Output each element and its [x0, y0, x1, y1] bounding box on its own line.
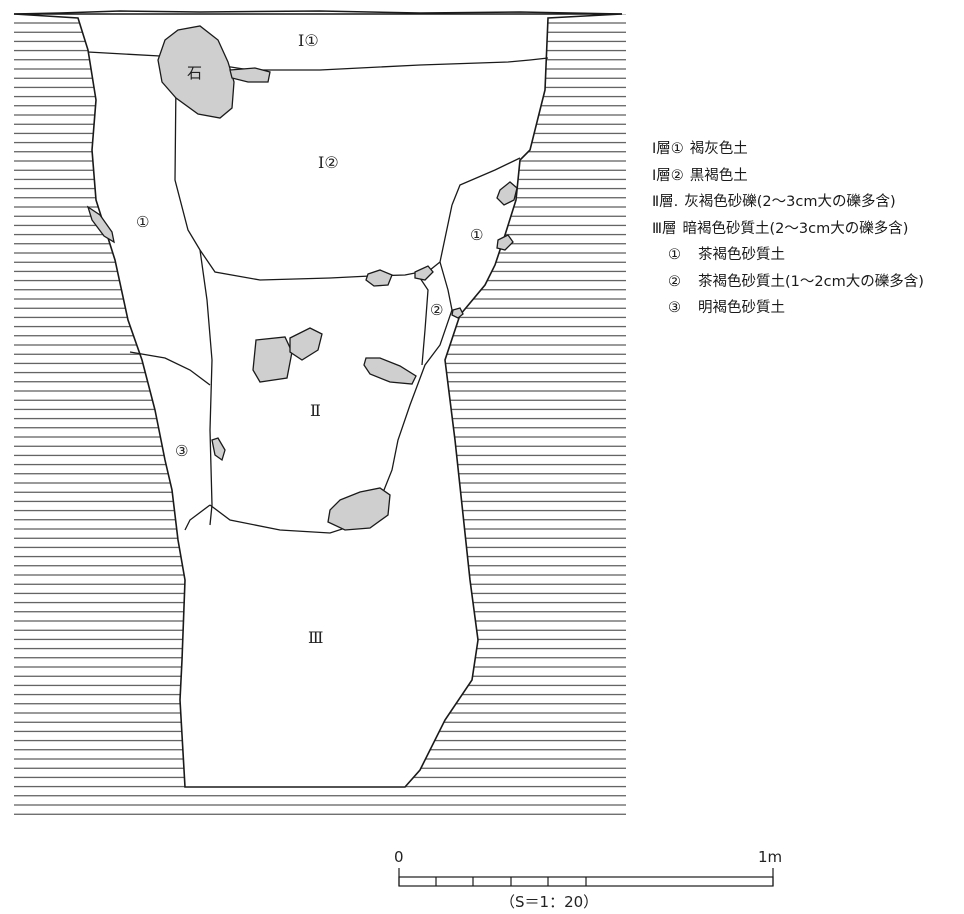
legend-text: 黒褐色土	[689, 167, 748, 184]
sub-layer-label-3: ③	[175, 442, 188, 460]
legend-code: ①	[668, 247, 681, 263]
legend-text: 褐灰色土	[689, 141, 748, 157]
scale-ratio-label: （S＝1：20）	[500, 893, 598, 911]
layer-label-3: Ⅲ	[308, 628, 323, 647]
layer-label-1-2: Ⅰ②	[318, 153, 339, 172]
scale-end-label: 1m	[758, 848, 782, 866]
legend-text: 暗褐色砂質土(2〜3cm大の礫多含)	[682, 220, 909, 237]
sub-layer-label-1-right: ①	[470, 226, 483, 244]
stone	[363, 357, 417, 385]
stone	[414, 265, 434, 281]
stone	[289, 327, 323, 361]
stone	[211, 437, 226, 462]
stone	[496, 234, 514, 251]
sub-layer-label-2: ②	[430, 301, 443, 319]
layer-label-2: Ⅱ	[310, 401, 321, 420]
large-stone	[157, 25, 235, 119]
layer-label-1-1: Ⅰ①	[298, 31, 319, 50]
sub-layer-label-1-left: ①	[136, 213, 149, 231]
legend-text: 茶褐色砂質土(1〜2cm大の礫多含)	[698, 273, 924, 290]
legend: Ⅰ層① 褐灰色土 Ⅰ層② 黒褐色土 Ⅱ層. 灰褐色砂礫(2〜3cm大の礫多含) Ⅲ層暗…	[652, 136, 924, 322]
legend-code: ③	[668, 300, 681, 316]
legend-text: 茶褐色砂質土	[698, 247, 785, 263]
stone	[451, 307, 464, 319]
legend-item: ② 茶褐色砂質土(1〜2cm大の礫多含)	[652, 269, 924, 296]
stone	[496, 181, 518, 206]
stone	[229, 67, 271, 83]
legend-item: Ⅲ層暗褐色砂質土(2〜3cm大の礫多含)	[652, 216, 924, 243]
scale-bar	[398, 868, 774, 887]
stone	[365, 269, 393, 287]
legend-code: ②	[668, 273, 681, 290]
legend-item: Ⅰ層② 黒褐色土	[652, 163, 924, 190]
scale-start-label: 0	[394, 848, 404, 866]
legend-code: Ⅰ層②	[652, 167, 684, 184]
legend-code: Ⅲ層	[652, 220, 677, 237]
stone	[86, 205, 115, 244]
pit-outline	[13, 13, 623, 788]
legend-text: 灰褐色砂礫(2〜3cm大の礫多含)	[684, 194, 896, 210]
stones	[86, 25, 518, 531]
stone	[327, 487, 391, 531]
legend-item: ① 茶褐色砂質土	[652, 242, 924, 269]
stone	[252, 336, 293, 383]
legend-item: ③ 明褐色砂質土	[652, 295, 924, 322]
legend-item: Ⅱ層. 灰褐色砂礫(2〜3cm大の礫多含)	[652, 189, 924, 216]
legend-code: Ⅰ層①	[652, 141, 684, 157]
legend-item: Ⅰ層① 褐灰色土	[652, 136, 924, 163]
legend-text: 明褐色砂質土	[698, 300, 785, 316]
ground-surface-line	[13, 10, 623, 15]
legend-code: Ⅱ層.	[652, 194, 679, 210]
stone-label: 石	[187, 64, 202, 82]
